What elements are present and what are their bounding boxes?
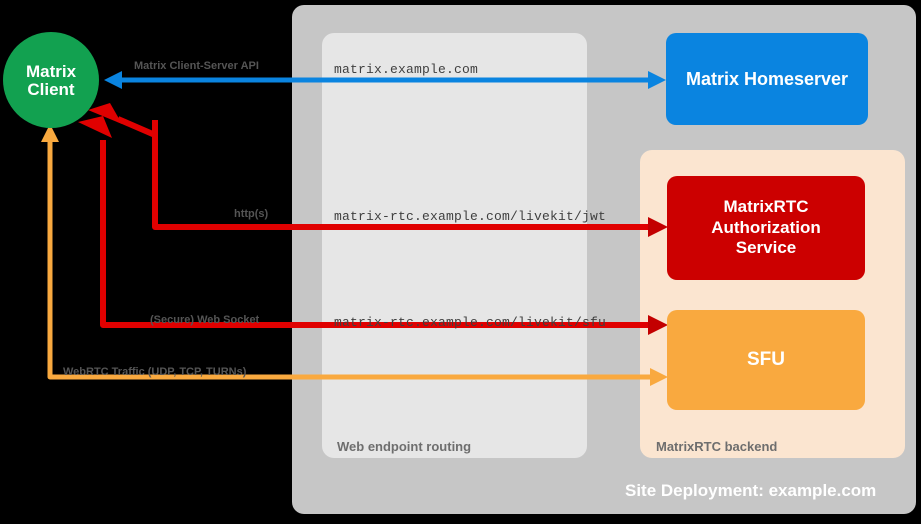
container-web-endpoint-routing [322, 33, 587, 458]
arrowhead-websocket-into-sfu [648, 315, 668, 335]
node-sfu[interactable] [667, 310, 865, 410]
endpoint-livekit-sfu: matrix-rtc.example.com/livekit/sfu [334, 315, 607, 330]
endpoint-matrix-host: matrix.example.com [334, 62, 479, 77]
arrowhead-cs-api-right [648, 71, 666, 89]
arrowhead-https-jwt-into-auth [648, 217, 668, 237]
arrowhead-websocket-into-client [78, 116, 112, 138]
node-matrix-client[interactable] [3, 32, 99, 128]
arrowhead-webrtc-into-sfu [650, 368, 668, 386]
connector-https-jwt-elbow [116, 116, 157, 138]
connection-label-client-server-api: Matrix Client-Server API [134, 60, 259, 72]
container-label-site-deployment: Site Deployment: example.com [625, 481, 877, 500]
arrowhead-https-jwt-into-client [88, 103, 122, 124]
connection-label-websocket: (Secure) Web Socket [150, 314, 260, 326]
connector-https-jwt-outbound [152, 120, 658, 230]
node-matrix-homeserver[interactable] [666, 33, 868, 125]
node-matrixrtc-authorization-service[interactable] [667, 176, 865, 280]
connector-websocket-sfu [100, 140, 650, 328]
arrowhead-cs-api-left [104, 71, 122, 89]
connection-label-https: http(s) [234, 208, 269, 220]
container-label-matrixrtc-backend: MatrixRTC backend [656, 439, 778, 454]
endpoint-livekit-jwt: matrix-rtc.example.com/livekit/jwt [334, 209, 607, 224]
connection-label-webrtc-traffic: WebRTC Traffic (UDP, TCP, TURNs) [63, 366, 247, 378]
container-label-web-endpoint-routing: Web endpoint routing [337, 439, 472, 454]
connector-webrtc-media [47, 130, 650, 380]
arrowhead-webrtc-into-client [41, 124, 59, 142]
